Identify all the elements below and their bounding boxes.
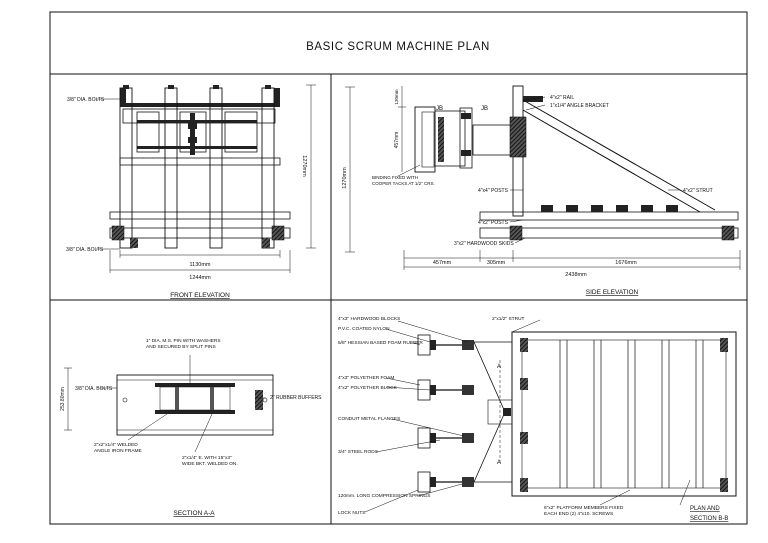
plan-section-mark-bottom: A xyxy=(497,460,501,466)
side-dim-pad-top: 130mm xyxy=(394,89,399,104)
plan-caption-line1: PLAN AND xyxy=(690,506,720,512)
side-rail-label: 4"x2" RAIL xyxy=(550,95,574,101)
section-a-bolts-label: 3/8" DIA. BOLTS xyxy=(75,386,113,392)
side-dim-pad-height: 457mm xyxy=(394,132,400,149)
plan-platform-note-line2: EACH END (2) 4"x10. SCREWS xyxy=(544,511,613,517)
side-binding-note-line1: BINDING FIXED WITH xyxy=(372,175,418,180)
side-dim-height: 1270mm xyxy=(342,167,348,189)
plan-platform-note-line1: 6"x2" PLATFORM MEMBERS FIXED xyxy=(544,505,624,511)
side-dim-1676: 1676mm xyxy=(615,260,637,266)
side-posts-4x2-label: 4"x2" POSTS xyxy=(478,220,509,226)
plan-flanges-label: CONDUIT METAL FLANGES xyxy=(338,416,400,422)
plan-springs-label: 120mm. LONG COMPRESSION SPRINGS xyxy=(338,493,431,499)
plan-block-label: 4"x2" POLYETHER BLOCK xyxy=(338,385,398,391)
sheet-border xyxy=(49,11,748,525)
section-a-view xyxy=(64,355,274,453)
section-a-caption: SECTION A-A xyxy=(173,510,215,517)
section-a-buffers-label: 2" RUBBER BUFFERS xyxy=(270,395,322,401)
front-dim-outer: 1244mm xyxy=(189,275,211,281)
section-a-frame-note-line1: 2"x2"x1/4" WELDED xyxy=(94,442,138,448)
side-dim-457: 457mm xyxy=(433,260,452,266)
plan-blocks-label: 4"x3" HARDWOOD BLOCKS xyxy=(338,316,400,322)
plan-section-mark-top: A xyxy=(497,364,501,370)
front-bolts-top-label: 3/8" DIA. BOLTS xyxy=(67,97,105,103)
side-dim-305: 305mm xyxy=(487,260,506,266)
side-mark-jb-left: JB xyxy=(436,106,443,112)
front-bolts-bottom-label: 3/8" DIA. BOLTS xyxy=(66,247,104,253)
side-binding-note-line2: COOPER TACKS AT 1/2" CRS. xyxy=(372,181,435,186)
side-dim-2438: 2438mm xyxy=(565,272,587,278)
section-a-pin-note-line1: 1" DIA. M.S. PIN WITH WASHERS xyxy=(146,338,221,344)
section-a-dim-depth: 253.80mm xyxy=(60,387,66,411)
side-elevation-caption: SIDE ELEVATION xyxy=(586,289,639,296)
front-dim-inner: 1130mm xyxy=(190,262,211,268)
side-skids-label: 3"x2" HARDWOOD SKIDS xyxy=(454,241,514,247)
side-angle-bracket-label: 1"x1/4" ANGLE BRACKET xyxy=(550,103,609,109)
section-a-bracket-note-line1: 2"x1/4" E. WITH 15"x3" xyxy=(182,455,232,461)
plan-strut-label: 2"x1/2" STRUT xyxy=(492,316,525,322)
section-a-bracket-note-line2: WIDE BKT. WELDED ON. xyxy=(182,461,238,467)
front-dim-height: 1270mm xyxy=(301,155,307,177)
section-a-frame-note-line2: ANGLE IRON FRAME xyxy=(94,448,142,454)
section-a-pin-note-line2: AND SECURED BY SPLIT PINS xyxy=(146,344,216,350)
side-elevation-view xyxy=(345,85,741,270)
plan-rods-label: 3/4" STEEL RODS xyxy=(338,449,378,455)
plan-caption-line2: SECTION B-B xyxy=(690,516,728,522)
side-posts-4x4-label: 4"x4" POSTS xyxy=(478,188,509,194)
side-strut-label: 4"x2" STRUT xyxy=(683,188,713,194)
plan-view xyxy=(364,319,737,513)
plan-nylon-label: P.V.C. COATED NYLON xyxy=(338,326,390,332)
drawing-title: BASIC SCRUM MACHINE PLAN xyxy=(306,41,490,53)
plan-hessian-label: 5/8" HESSIAN BASED FOAM RUBBER xyxy=(338,340,423,346)
front-elevation-caption: FRONT ELEVATION xyxy=(170,292,230,299)
plan-nuts-label: LOCK NUTS xyxy=(338,510,365,516)
front-elevation-view xyxy=(96,84,316,273)
side-mark-jb-right: JB xyxy=(481,106,488,112)
plan-foam-label: 4"x3" POLYETHER FOAM xyxy=(338,375,394,381)
